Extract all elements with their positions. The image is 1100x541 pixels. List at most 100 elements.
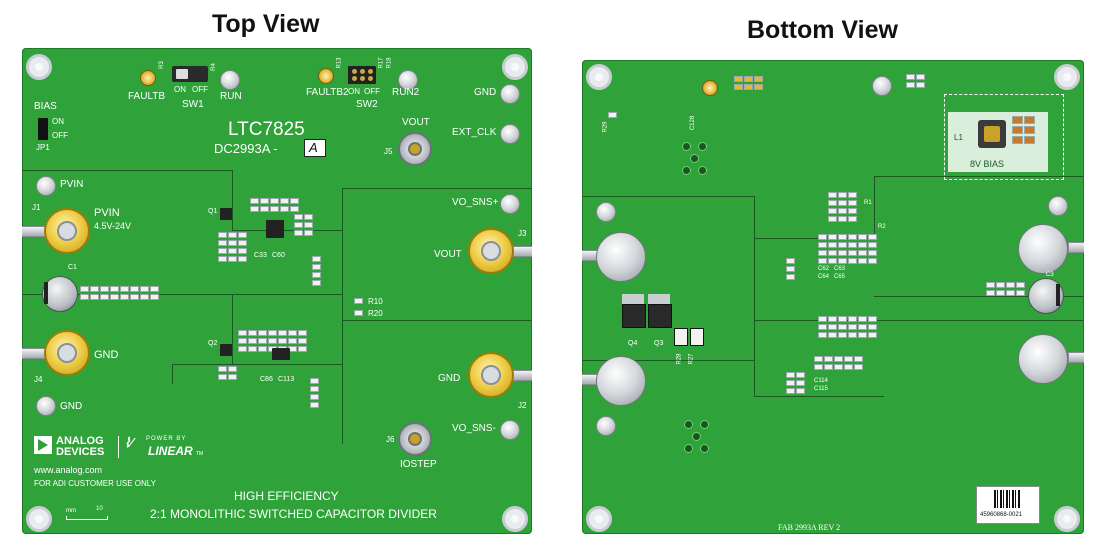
copper-trace	[874, 176, 1084, 177]
pvin-jack-label: PVIN	[94, 207, 120, 219]
faultb-testpoint[interactable]	[140, 70, 156, 86]
copper-trace	[22, 170, 232, 171]
top-right-smd	[906, 74, 925, 88]
bottom-pcb-board: R29 C128 L1 8V BIAS R1 R2 C62 C63 C64 C6…	[582, 60, 1084, 534]
mounting-hole	[26, 506, 52, 532]
copper-trace	[342, 384, 343, 444]
bias-jumper[interactable]	[38, 118, 48, 140]
j4-label: J4	[34, 375, 43, 384]
c3-polarity-strip	[1056, 284, 1060, 306]
r2-label: R2	[878, 224, 886, 230]
q3-mosfet	[648, 304, 672, 328]
fab-label: FAB 2993A REV 2	[778, 523, 841, 532]
gnd-top-turret[interactable]	[500, 84, 520, 104]
pvin-jack[interactable]	[44, 208, 90, 254]
iostep-label: IOSTEP	[400, 459, 437, 470]
mounting-hole	[586, 506, 612, 532]
copper-trace	[232, 230, 342, 231]
run-turret[interactable]	[220, 70, 240, 90]
q4-tab	[622, 294, 644, 304]
gnd-jack-left[interactable]	[44, 330, 90, 376]
q1-mosfet	[220, 208, 232, 220]
q2-label: Q2	[208, 340, 218, 347]
adi-logo-triangle	[38, 439, 48, 451]
right-turret	[1048, 196, 1068, 216]
c1-polarity-strip	[44, 282, 48, 304]
lower-right-passives	[310, 378, 319, 408]
vout-bnc-connector[interactable]	[398, 132, 432, 166]
via	[682, 142, 691, 151]
bottom-view-title: Bottom View	[747, 16, 898, 44]
gnd-turret[interactable]	[36, 396, 56, 416]
sw1-switch[interactable]	[172, 66, 208, 82]
sot-package-1	[674, 328, 688, 346]
c114-label: C114	[814, 378, 828, 384]
faultb-label: FAULTB	[128, 91, 166, 102]
bottom-passives-left	[786, 258, 795, 280]
r29-resistor	[608, 112, 617, 118]
top-view-title: Top View	[212, 10, 320, 38]
vo-sns-minus-turret[interactable]	[500, 420, 520, 440]
tm-label: TM	[196, 451, 204, 457]
header-pin	[352, 69, 357, 74]
c65-label: C65	[834, 274, 846, 280]
j2-label: J2	[518, 401, 527, 410]
header-pads	[734, 76, 763, 90]
vout-jack[interactable]	[468, 228, 514, 274]
copper-trace	[582, 196, 754, 197]
via	[700, 420, 709, 429]
copper-trace	[342, 188, 532, 189]
copper-trace	[874, 176, 875, 238]
top-pcb-board: R3 R4 FAULTB ON OFF RUN SW1 R13 R17 R18 …	[22, 48, 532, 534]
board-variant-label: A	[309, 140, 318, 155]
sot-package-2	[690, 328, 704, 346]
q2-mosfet	[220, 344, 232, 356]
header-pin	[368, 69, 373, 74]
c115-label: C115	[814, 386, 828, 392]
board-variant-sticker	[304, 139, 326, 157]
c1-label: C1	[68, 264, 77, 271]
pvin-turret[interactable]	[36, 176, 56, 196]
c63-label: C63	[834, 266, 846, 272]
copper-trace	[172, 364, 173, 384]
bottom-passives-lower	[818, 316, 877, 338]
scale-value-label: 10	[96, 506, 103, 512]
run2-turret[interactable]	[398, 70, 418, 90]
right-post-upper	[1018, 224, 1068, 274]
l1-inductor-core	[984, 126, 1000, 142]
mounting-hole	[1054, 64, 1080, 90]
bottom-passives-mid	[818, 234, 877, 264]
bottom-passives-upper	[828, 192, 857, 222]
bias-label: BIAS	[34, 101, 57, 112]
ext-clk-turret[interactable]	[500, 124, 520, 144]
c3-label: C3	[1046, 272, 1054, 278]
mounting-hole	[1054, 506, 1080, 532]
bias-on-label: ON	[52, 117, 64, 126]
run-label: RUN	[220, 91, 242, 102]
r20-label: R20	[368, 309, 383, 318]
sw2-label: SW2	[356, 99, 378, 110]
mounting-hole	[586, 64, 612, 90]
description-line-1: HIGH EFFICIENCY	[234, 489, 339, 503]
faultb2-testpoint[interactable]	[318, 68, 334, 84]
left-turret-bottom	[596, 416, 616, 436]
bias-8v-label: 8V BIAS	[970, 159, 1005, 169]
mounting-hole	[502, 54, 528, 80]
c64-label: C64	[818, 274, 830, 280]
iostep-bnc-connector[interactable]	[398, 422, 432, 456]
r10-resistor	[354, 298, 363, 304]
gnd-jack-right[interactable]	[468, 352, 514, 398]
vo-sns-plus-label: VO_SNS+	[452, 197, 499, 208]
c1-capacitor	[42, 276, 78, 312]
l1-label: L1	[954, 133, 963, 142]
bias-passives	[1012, 116, 1035, 144]
copper-trace	[342, 188, 343, 384]
q3-label: Q3	[654, 340, 664, 347]
vo-sns-plus-turret[interactable]	[500, 194, 520, 214]
description-line-2: 2:1 MONOLITHIC SWITCHED CAPACITOR DIVIDE…	[150, 507, 437, 521]
copper-trace	[232, 170, 233, 230]
gnd-jack-right-label: GND	[438, 373, 461, 384]
r29-label: R29	[602, 121, 609, 133]
r1-label: R1	[864, 200, 872, 206]
right-post-lower	[1018, 334, 1068, 384]
